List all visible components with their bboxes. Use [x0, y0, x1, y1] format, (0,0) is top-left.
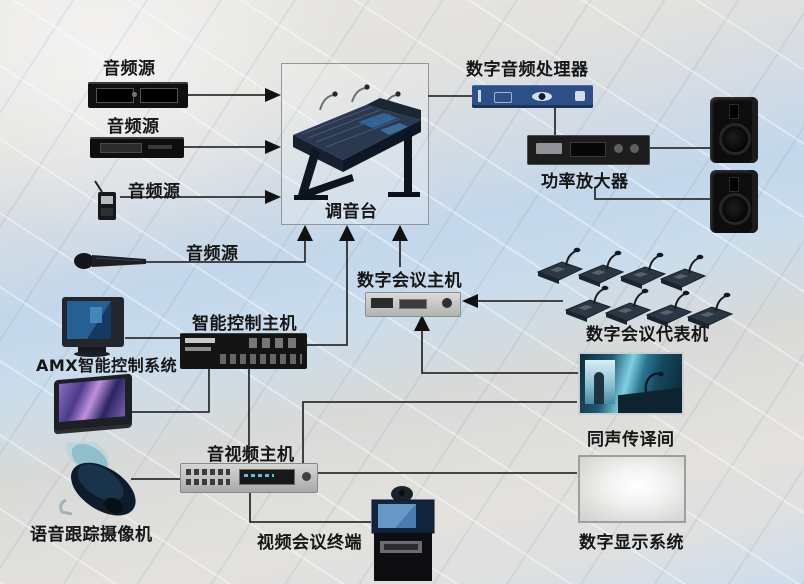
mixing-console-image [293, 84, 421, 200]
label-amx-system: AMX智能控制系统 [36, 356, 178, 375]
amp-knob-2 [630, 144, 639, 153]
conference-host-device [365, 292, 461, 317]
arrow-ctrlhost-mixer [339, 225, 355, 241]
arrow-src2-mixer [265, 140, 281, 154]
delegate-mic-5 [564, 285, 612, 322]
avhost-buttons-bottom [186, 479, 230, 485]
interpretation-room-image [578, 352, 684, 415]
wire-panel-ctrlhost [128, 369, 210, 413]
avhost-display [239, 469, 295, 485]
deck-knob [132, 92, 137, 97]
ctrl-strip [185, 338, 215, 343]
arrow-src3-mixer [265, 190, 281, 204]
power-amplifier-device [527, 135, 650, 165]
amp-window [570, 142, 606, 157]
wire-interp-confhost [421, 331, 578, 374]
label-audio-source-4: 音频源 [186, 244, 239, 264]
audio-source-2-device [90, 137, 184, 158]
amx-touch-panel [54, 373, 132, 431]
amp-knob-1 [614, 144, 623, 153]
audio-processor-device [472, 85, 593, 108]
speaker-2-woofer [719, 193, 751, 225]
audio-source-4-microphone [74, 253, 146, 269]
arrow-src4-mixer [297, 225, 313, 241]
proc-buttons [494, 92, 512, 103]
tracking-camera-image [59, 442, 136, 516]
label-audio-processor: 数字音频处理器 [466, 60, 589, 80]
interp-silhouette [594, 372, 604, 404]
label-tracking-camera: 语音跟踪摄像机 [30, 525, 153, 545]
deck-window-left [96, 88, 134, 103]
speaker-1 [710, 97, 758, 163]
label-audio-source-2: 音频源 [107, 117, 160, 137]
touch-panel-screen [59, 378, 125, 422]
video-terminal-device [371, 486, 435, 581]
label-video-terminal: 视频会议终端 [257, 533, 362, 553]
wire-ctrlhost-mixer [306, 241, 348, 346]
wire-amp-speaker2 [594, 188, 711, 200]
confhost-display [371, 298, 393, 308]
ctrl-strip-2 [185, 347, 211, 351]
delegate-mic-2 [577, 250, 625, 287]
ctrl-connectors-top [249, 338, 301, 348]
arrow-confhost-mixer [392, 225, 408, 241]
delegate-mic-8 [686, 292, 734, 329]
wire-avhost-interp [302, 401, 577, 464]
speaker-1-port [729, 104, 739, 119]
wire-avhost-terminal [249, 491, 371, 523]
label-mixer: 调音台 [325, 202, 378, 222]
speaker-2-port [729, 177, 739, 192]
label-display-system: 数字显示系统 [579, 533, 684, 553]
player-tray [148, 145, 172, 149]
delegate-mic-4 [659, 254, 707, 291]
arrow-delegates-confhost [462, 294, 478, 308]
confhost-window [399, 299, 427, 309]
display-system-screen [578, 455, 686, 523]
proc-ticks [478, 90, 481, 102]
proc-dial [532, 92, 552, 101]
amx-monitor [62, 297, 124, 357]
label-audio-source-3: 音频源 [128, 182, 181, 202]
interp-gooseneck [644, 371, 664, 393]
avhost-buttons-top [186, 469, 230, 475]
delegate-mic-1 [536, 247, 584, 284]
speaker-1-woofer [719, 123, 751, 155]
label-delegate-units: 数字会议代表机 [586, 325, 709, 345]
label-power-amplifier: 功率放大器 [541, 172, 629, 192]
control-host-device [180, 333, 307, 369]
avhost-display-digits [244, 474, 274, 477]
wire-src4-mixer [146, 241, 306, 263]
arrow-src1-mixer [265, 88, 281, 102]
speaker-2 [710, 170, 758, 233]
player-display [100, 143, 142, 153]
label-control-host: 智能控制主机 [192, 314, 297, 334]
label-audio-source-1: 音频源 [103, 59, 156, 79]
proc-logo [575, 91, 585, 101]
delegate-mic-6 [604, 288, 652, 325]
label-interpretation-room: 同声传译间 [587, 430, 675, 450]
audio-source-1-device [88, 82, 188, 108]
audio-source-3-device [94, 180, 116, 220]
amp-panel [536, 143, 562, 154]
label-conference-host: 数字会议主机 [357, 271, 462, 291]
delegate-mic-7 [645, 290, 693, 327]
avhost-knob [302, 472, 311, 481]
ctrl-connectors-bottom [220, 354, 302, 364]
label-av-host: 音视频主机 [207, 445, 295, 465]
av-host-device [180, 463, 318, 493]
deck-window-right [140, 88, 178, 103]
confhost-knob [442, 298, 452, 308]
delegate-mic-3 [619, 252, 667, 289]
arrow-interp-confhost [414, 315, 430, 331]
